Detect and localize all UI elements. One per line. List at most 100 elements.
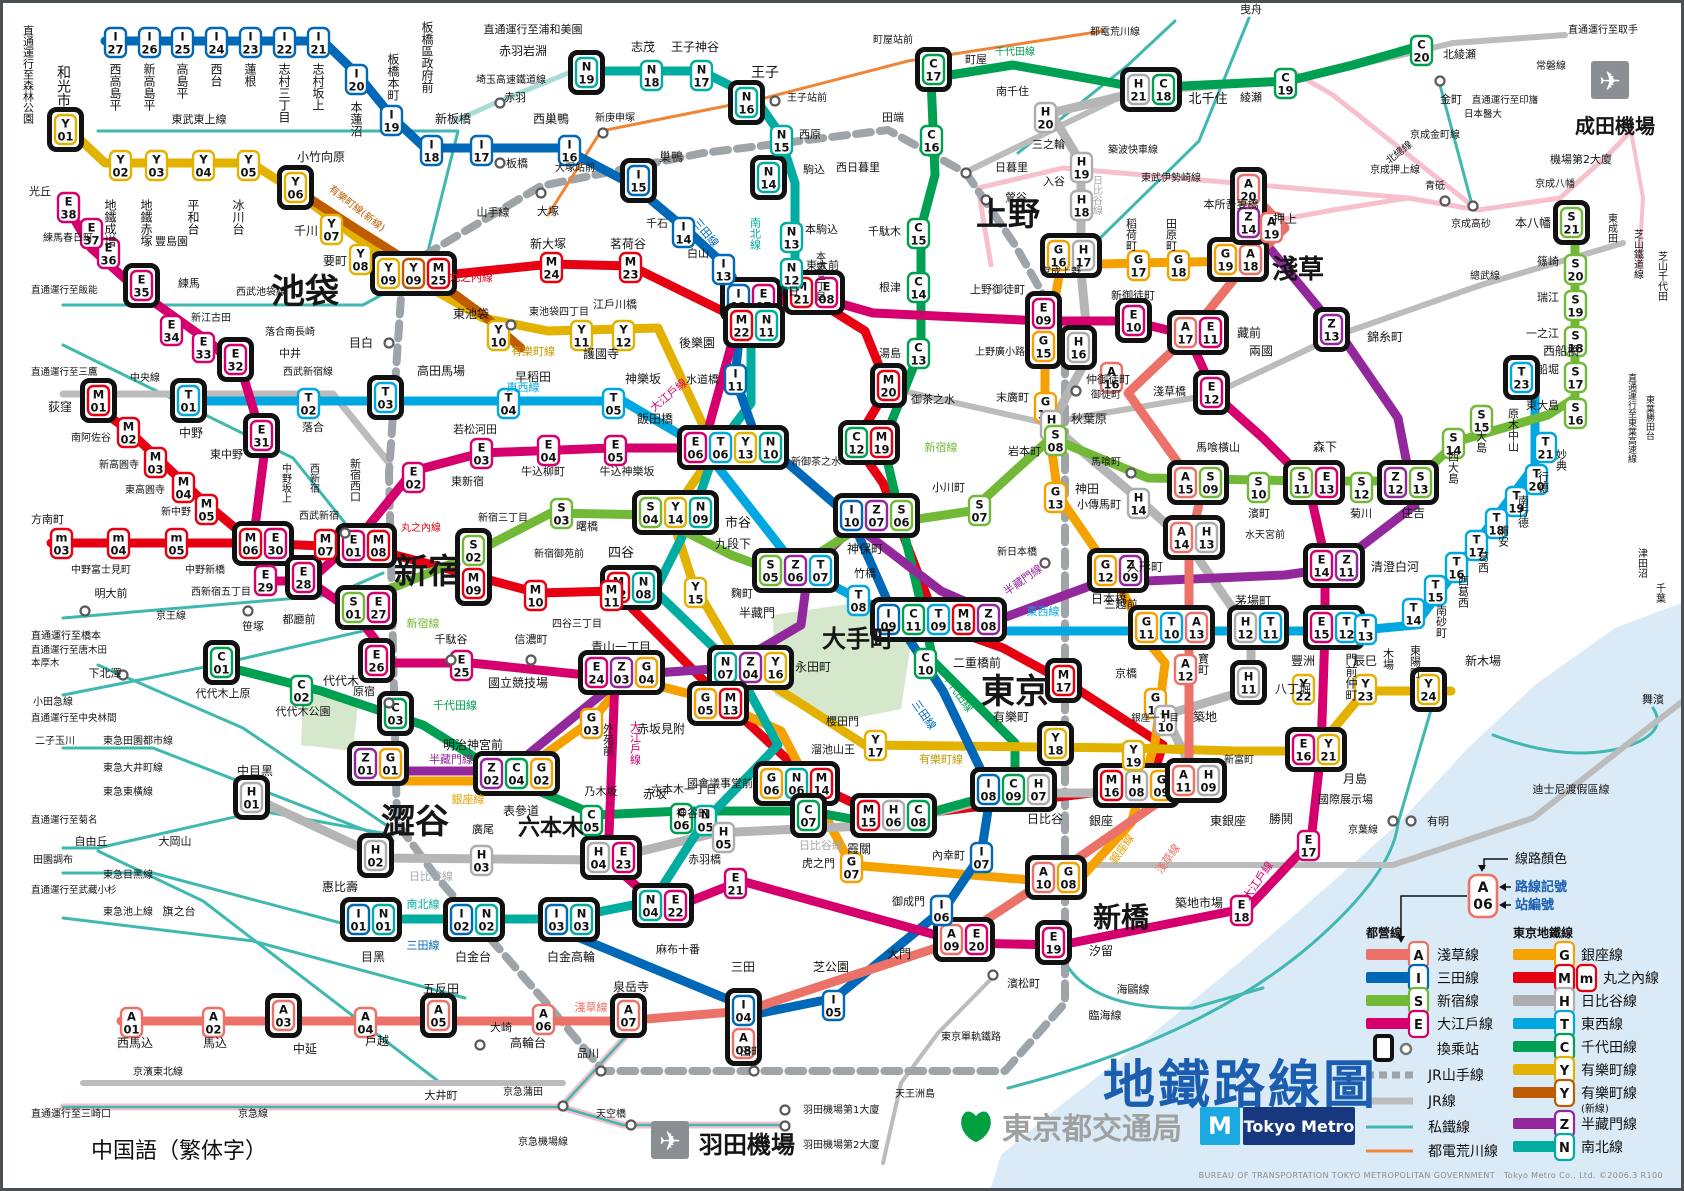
badge-letter: Y [60,117,70,131]
badge-letter: G [701,691,710,705]
badge-letter: N [639,575,649,589]
badge-letter: N [646,893,656,907]
line-jr-sobu [900,240,1626,426]
badge-number: 21 [793,293,809,307]
station-label: 西武新宿 [299,509,339,522]
station-badge-group: S12 [1349,471,1374,504]
station-label: 竹橋 [854,566,876,580]
station-code-badge [881,799,906,832]
footer-credit-metro: Tokyo Metro Co., Ltd. ©2006.3 R100 [1503,1171,1663,1180]
station-code-badge [143,446,168,479]
station-code-badge [1126,487,1151,520]
badge-number: 03 [583,724,599,738]
station-circle [383,337,395,349]
badge-number: 05 [607,451,623,465]
station-label: 冰川台 [231,199,245,235]
station-label: 直通運行至三鷹 [31,366,98,378]
badge-number: 10 [1035,878,1051,892]
legend-sample-badge [1467,873,1499,919]
legend-badge-letter: H [1559,995,1570,1010]
badge-number: 19 [1125,756,1141,770]
station-label: 築波快車線 [1108,143,1158,156]
station-label: 一之江 [1526,326,1559,340]
badge-number: 09 [880,620,896,634]
badge-number: 11 [905,620,921,634]
footer-credit-gov: BUREAU OF TRANSPORTATION TOKYO METROPOLI… [1198,1171,1495,1180]
badge-number: 02 [293,691,309,705]
station-badge-group: A07 [610,993,647,1038]
badge-number: 03 [148,166,164,180]
badge-number: 04 [742,668,758,682]
badge-number: 06 [893,516,909,530]
station-code-badge [586,841,611,874]
station-badge-group: T05 [601,387,626,420]
station-label: 勝鬨 [1269,811,1293,826]
station-badge-group: N19 [568,50,605,95]
badge-number: 01 [350,920,366,934]
badge-number: 02 [367,856,383,870]
legend-line-name: 半藏門線 [1581,1117,1637,1133]
airport-box [651,1121,689,1159]
station-badge-group: H20 [1033,101,1058,134]
station-label: 板橋本町 [386,53,400,101]
badge-letter: Z [1126,558,1134,572]
station-code-badge [272,26,297,59]
badge-number: 16 [1103,786,1119,800]
station-code-badge [469,134,494,167]
station-badge-group: N12 [779,257,804,290]
station-badge-group: N05 [693,804,718,837]
station-code-badge [711,253,736,286]
badge-letter: S [1254,475,1262,489]
station-label: 押上 [1273,212,1297,226]
badge-number: 21 [1320,750,1336,764]
badge-letter: E [1040,301,1048,315]
station-circle [1039,557,1051,569]
station-label: 日比谷線 [409,869,453,883]
badge-number: 23 [622,268,638,282]
badge-letter: I [736,287,740,301]
station-badge-group: A03 [265,993,302,1038]
badge-number: 10 [1250,488,1266,502]
badge-letter: A [361,1010,370,1024]
station-code-badge [1233,611,1258,644]
badge-letter: G [847,855,856,869]
badge-letter: A [624,1003,633,1017]
badge-letter: S [1357,475,1365,489]
badge-letter: E [1323,470,1331,484]
station-badge-group: S17 [1563,361,1588,394]
badge-letter: N [482,907,492,921]
badge-number: 13 [1318,483,1334,497]
badge-letter: A [1039,865,1048,879]
badge-number: 14 [1240,223,1256,237]
station-code-badge [469,437,494,470]
badge-letter: T [1513,489,1521,503]
legend-chip-metro-2 [1513,995,1559,1006]
badge-number: 18 [1567,342,1583,356]
badge-letter: Y [690,580,700,594]
station-label: 御茶之水 [911,392,955,406]
station-code-badge [1509,361,1534,394]
station-code-badge [1563,289,1588,322]
badge-letter: T [185,388,193,402]
badge-letter: M [625,255,636,269]
station-code-badge [779,257,804,290]
badge-letter: T [1343,615,1351,629]
badge-letter: I [979,845,983,859]
station-label: 新宿西口 [349,457,362,502]
station-code-badge [1291,673,1316,706]
station-code-badge [504,757,529,790]
station-code-badge [723,363,748,396]
station-code-badge [364,644,389,677]
station-code-badge [951,603,976,636]
badge-letter: I [429,138,433,152]
station-code-badge [1469,404,1494,437]
station-code-badge [1464,529,1489,562]
legend-line-name: 新宿線 [1437,993,1479,1010]
badge-number: 19 [1263,228,1279,242]
station-badge-group: Y12 [611,319,636,352]
